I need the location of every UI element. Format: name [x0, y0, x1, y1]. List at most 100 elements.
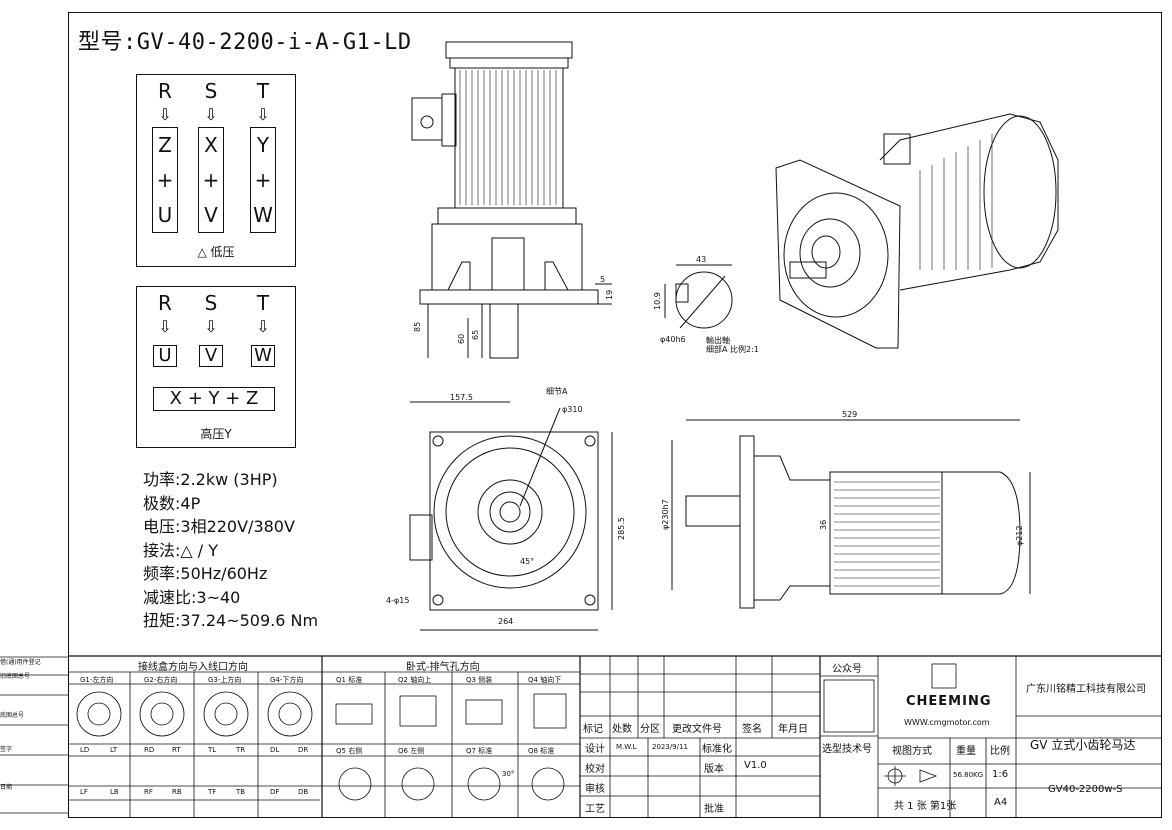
product-name: GV 立式小齿轮马达: [1030, 738, 1136, 752]
detail-scale: 细部A 比例2:1: [706, 344, 759, 354]
code: DL: [270, 746, 280, 754]
code: DB: [298, 788, 309, 796]
side-label: 签字: [0, 746, 13, 753]
spec-ratio: 减速比:3~40: [143, 587, 241, 607]
designer-label: 设计: [585, 744, 605, 755]
drawing-frame: [68, 12, 1162, 818]
shaft-detail: [664, 264, 733, 329]
q-label: Q4 轴向下: [528, 676, 562, 684]
wiring-low-box: R S T ⇩ ⇩ ⇩ Z + U X + V Y + W △ 低压: [136, 74, 296, 267]
g-label: G4-下方向: [270, 676, 304, 684]
side-label: 借(通)用件登记: [0, 659, 41, 666]
phase-s: S: [204, 79, 218, 103]
phase-r: R: [158, 291, 172, 315]
part-number: GV40-2200w-S: [1048, 784, 1123, 795]
q-label: Q8 标准: [528, 747, 555, 755]
spec-poles: 极数:4P: [143, 493, 201, 513]
paper-size: A4: [994, 797, 1008, 808]
review-label: 审核: [585, 784, 605, 795]
dim-label: 85: [413, 322, 422, 332]
dim-label: 5: [600, 275, 605, 284]
dim-label: φ212: [1015, 525, 1024, 546]
wire-section-title: 接线盒方向与入线口方向: [138, 662, 248, 673]
detail-a-label: 细节A: [546, 386, 568, 396]
g-label: G3-上方向: [208, 676, 242, 684]
rev-header: 标记: [583, 724, 603, 735]
view-method-label: 视图方式: [892, 746, 932, 757]
terminal-label: X: [204, 133, 218, 158]
code: LT: [110, 746, 118, 754]
sheet-count: 共 1 张 第1张: [894, 801, 957, 812]
arrow-down-icon: ⇩: [256, 317, 270, 336]
motor-isometric-view: [775, 113, 1059, 349]
arrow-down-icon: ⇩: [158, 317, 172, 336]
code: LF: [80, 788, 88, 796]
motor-front-view: [411, 41, 612, 359]
side-label: 旧底图总号: [0, 673, 31, 680]
code: TF: [208, 788, 217, 796]
brand-logo: CHEEMING: [906, 694, 992, 709]
scale-label: 比例: [990, 746, 1010, 757]
terminal-label: Z: [158, 133, 172, 158]
flange-front-view: [409, 401, 613, 631]
terminal-column-3: Y + W: [250, 127, 276, 233]
motor-side-view: [671, 419, 1031, 609]
wiring-high-box: R S T ⇩ ⇩ ⇩ U V W X + Y + Z 高压Y: [136, 286, 296, 448]
rev-header: 更改文件号: [672, 724, 722, 735]
code: DF: [270, 788, 280, 796]
terminal-label: V: [204, 202, 218, 227]
q-label: Q3 侧装: [466, 676, 493, 684]
dim-label: 60: [457, 334, 466, 344]
phase-t: T: [256, 79, 270, 103]
version-label: 版本: [704, 764, 724, 775]
process-label: 工艺: [585, 804, 605, 815]
version-value: V1.0: [744, 760, 767, 771]
dim-label: 529: [842, 410, 857, 419]
dim-label: 65: [471, 330, 480, 340]
phase-r: R: [158, 79, 172, 103]
spec-connection: 接法:△ / Y: [143, 540, 219, 560]
phase-s: S: [204, 291, 218, 315]
q-label: Q5 右侧: [336, 747, 363, 755]
designer-value: M.W.L: [616, 743, 637, 751]
dim-label: φ310: [562, 405, 583, 414]
code: LB: [110, 788, 119, 796]
dim-label: φ230h7: [661, 499, 670, 530]
weight-label: 重量: [956, 746, 976, 757]
side-label: 日期: [0, 784, 13, 791]
dim-label: 10.9: [653, 292, 662, 310]
terminal-label: +: [156, 167, 174, 192]
arrow-down-icon: ⇩: [256, 105, 270, 124]
dim-label: 36: [819, 520, 828, 530]
brand-url: WWW.cmgmotor.com: [904, 718, 990, 727]
dim-label: 43: [696, 255, 706, 264]
dim-label: 19: [605, 290, 614, 300]
dim-label: 285.5: [617, 517, 626, 540]
code: LD: [80, 746, 90, 754]
terminal-label: U: [157, 202, 173, 227]
wiring-low-caption: △ 低压: [197, 245, 235, 259]
dim-label: 4-φ15: [386, 596, 409, 605]
spec-torque: 扭矩:37.24~509.6 Nm: [143, 611, 319, 630]
dim-label: φ40h6: [660, 335, 686, 344]
code: RT: [172, 746, 181, 754]
wiring-high-caption: 高压Y: [200, 427, 232, 441]
star-point: X + Y + Z: [153, 387, 275, 411]
q-label: Q1 标准: [336, 676, 363, 684]
q-label: Q7 标准: [466, 747, 493, 755]
select-code-label: 选型技术号: [822, 744, 872, 755]
g-label: G2-右方向: [144, 676, 178, 684]
rev-header: 年月日: [778, 724, 808, 735]
code: TB: [236, 788, 246, 796]
weight-value: 56.80KG: [953, 771, 984, 779]
dim-label: 45°: [520, 557, 534, 566]
check-label: 校对: [585, 764, 605, 775]
q-label: Q2 轴向上: [398, 676, 432, 684]
shaft-note: 輸出軸: [706, 335, 730, 345]
model-title: 型号:GV-40-2200-i-A-G1-LD: [78, 30, 412, 55]
code: RF: [144, 788, 153, 796]
rev-header: 签名: [742, 724, 762, 735]
code: DR: [298, 746, 309, 754]
public-account-label: 公众号: [832, 664, 862, 675]
phase-t: T: [256, 291, 270, 315]
